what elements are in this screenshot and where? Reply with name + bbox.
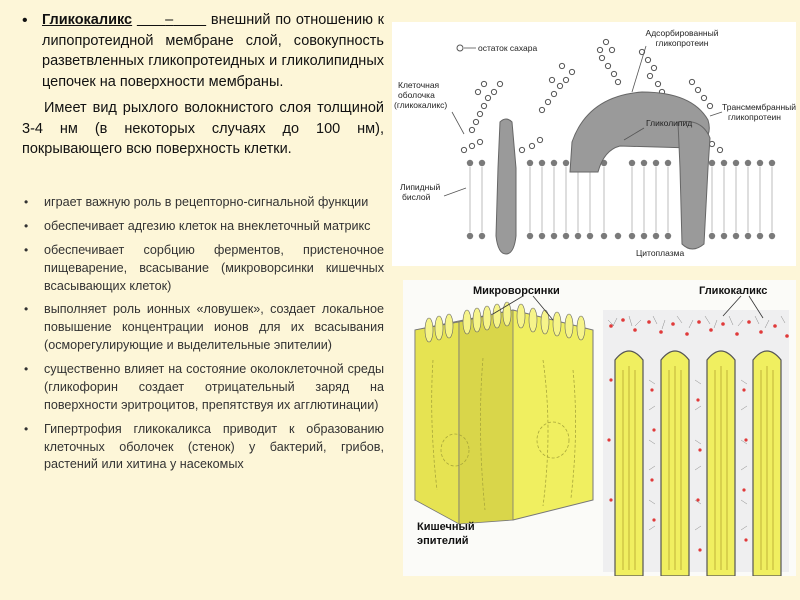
- bullet-icon: •: [24, 242, 29, 257]
- list-item: •Гипертрофия гликокаликса приводит к обр…: [24, 421, 384, 472]
- transmembrane-protein-right: [677, 120, 711, 250]
- bullet-icon: •: [22, 12, 28, 29]
- label-coat-2: оболочка: [398, 90, 435, 100]
- microvilli-filaments: [622, 366, 774, 570]
- microvilli-diagram: Микроворсинки Гликокаликс Кишечный эпите…: [414, 285, 789, 576]
- list-item: •обеспечивает сорбцию ферментов, пристен…: [24, 242, 384, 293]
- bilayer-tails: [469, 167, 773, 232]
- transmembrane-protein-left: [495, 118, 517, 255]
- thickness-paragraph: Имеет вид рыхлого волокнистого слоя толщ…: [22, 100, 384, 158]
- definition-text: внешний по отношению к липопротеидной ме…: [42, 12, 385, 90]
- label-adsorbed-1: Адсорбированный: [646, 28, 719, 38]
- adsorbed-glycoprotein: [569, 91, 710, 173]
- microvilli-tips: [424, 301, 586, 343]
- label-bilayer-1: Липидный: [400, 182, 440, 192]
- bullet-icon: •: [24, 362, 29, 377]
- list-item: •существенно влияет на состояние околокл…: [24, 362, 384, 412]
- label-transmembrane-2: гликопротеин: [728, 112, 781, 122]
- label-sugar: остаток сахара: [478, 43, 538, 53]
- label-adsorbed-2: гликопротеин: [655, 38, 708, 48]
- label-microvilli: Микроворсинки: [473, 285, 560, 297]
- list-item: •обеспечивает адгезию клеток на внеклето…: [22, 218, 384, 236]
- label-epithelium-1: Кишечный: [417, 521, 475, 533]
- microvilli-pointers: [492, 295, 764, 321]
- label-epithelium-2: эпителий: [417, 535, 469, 547]
- label-coat-3: (гликокаликс): [394, 100, 447, 110]
- label-coat-1: Клеточная: [398, 80, 440, 90]
- membrane-diagram: остаток сахара Адсорбированный гликопрот…: [394, 28, 796, 258]
- function-list: •играет важную роль в рецепторно-сигналь…: [22, 194, 384, 474]
- bilayer-bottom-heads: [466, 232, 776, 240]
- glycocalyx-strands: [607, 315, 786, 531]
- bullet-icon: •: [24, 195, 29, 210]
- definition-dash: –: [165, 12, 174, 28]
- label-glycolipid: Гликолипид: [646, 118, 692, 128]
- list-item: •выполняет роль ионных «ловушек», создае…: [24, 302, 384, 353]
- glycocalyx-red-dots: [607, 318, 789, 552]
- bullet-icon: •: [24, 218, 29, 233]
- microvilli-figure: Микроворсинки Гликокаликс Кишечный эпите…: [403, 280, 796, 576]
- bullet-icon: •: [24, 421, 29, 436]
- label-cytoplasm: Цитоплазма: [636, 248, 684, 258]
- definition-paragraph: • Гликокаликс – внешний по отношению к л…: [22, 10, 384, 92]
- list-item: •играет важную роль в рецепторно-сигналь…: [22, 194, 384, 212]
- text-column: • Гликокаликс – внешний по отношению к л…: [22, 10, 384, 480]
- label-glycocalyx: Гликокаликс: [699, 285, 767, 297]
- bullet-icon: •: [24, 302, 29, 317]
- label-transmembrane-1: Трансмембранный: [722, 102, 796, 112]
- definition-term: Гликокаликс: [42, 12, 133, 28]
- label-bilayer-2: бислой: [402, 192, 431, 202]
- cell-outlines: [431, 357, 576, 511]
- membrane-figure: остаток сахара Адсорбированный гликопрот…: [392, 22, 796, 266]
- pointer-lines: [443, 45, 723, 197]
